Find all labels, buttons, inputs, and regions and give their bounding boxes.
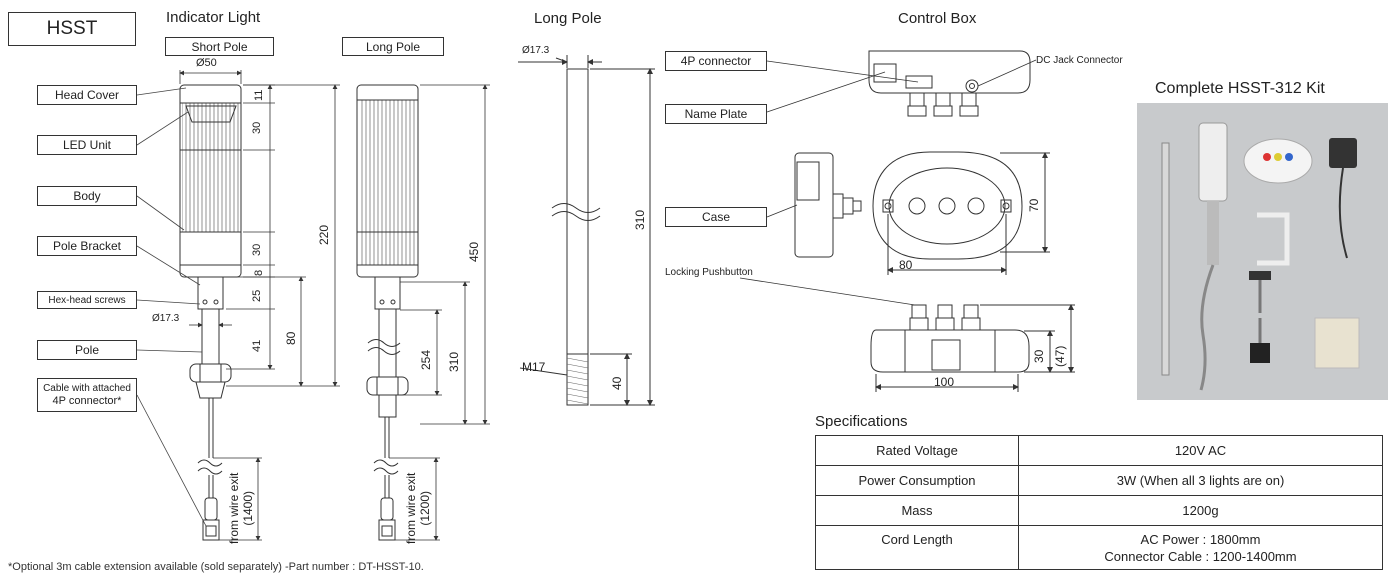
dim-height-310-pole: 310: [633, 209, 647, 230]
specifications-title: Specifications: [815, 413, 908, 430]
dim-height-40: 40: [610, 376, 624, 390]
spec-label: Mass: [815, 495, 1019, 526]
control-box-top-view: [766, 50, 1037, 117]
name-plate-callout: Name Plate: [665, 104, 767, 124]
dim-wire-1400: from wire exit (1400): [227, 473, 255, 544]
locking-pushbutton-callout: Locking Pushbutton: [665, 267, 753, 278]
dim-height-25: 25: [251, 289, 263, 302]
dim-m17: M17: [522, 360, 546, 374]
control-box-title: Control Box: [898, 10, 977, 27]
dim-wire-1400-line2: (1400): [241, 490, 255, 526]
spec-label: Power Consumption: [815, 465, 1019, 496]
dim-height-450: 450: [467, 241, 481, 262]
dim-height-30a: 30: [251, 121, 263, 134]
footnote: *Optional 3m cable extension available (…: [8, 561, 424, 573]
dim-height-47: (47): [1053, 345, 1067, 367]
head-cover-callout: Head Cover: [37, 85, 137, 105]
control-box-front-view: [872, 151, 1050, 275]
spec-label: Rated Voltage: [815, 435, 1019, 466]
control-box-side-view: [766, 152, 862, 258]
cable-callout: Cable with attached 4P connector*: [37, 378, 137, 412]
long-pole-title: Long Pole: [534, 10, 602, 27]
dim-height-30b: 30: [251, 243, 263, 256]
control-box-button-view: [739, 277, 1075, 392]
dim-height-11: 11: [253, 89, 265, 101]
dim-diameter-17-short: Ø17.3: [152, 313, 180, 324]
dim-height-41: 41: [251, 339, 263, 352]
kit-photo: [1137, 103, 1388, 400]
product-code-box: HSST: [8, 12, 136, 46]
short-pole-lamp: [179, 84, 242, 541]
dim-height-30c: 30: [1032, 349, 1046, 363]
dim-wire-1200-line1: from wire exit: [404, 472, 418, 544]
complete-kit-title: Complete HSST-312 Kit: [1155, 80, 1325, 97]
cable-callout-line1: Cable with attached: [43, 383, 131, 394]
spec-row: Power Consumption 3W (When all 3 lights …: [815, 465, 1383, 496]
hex-screws-callout: Hex-head screws: [37, 291, 137, 309]
pole-bracket-callout: Pole Bracket: [37, 236, 137, 256]
standalone-long-pole: [518, 55, 655, 406]
dim-wire-1400-line1: from wire exit: [227, 472, 241, 544]
specifications-table: Rated Voltage 120V AC Power Consumption …: [815, 435, 1383, 570]
dim-width-100: 100: [934, 375, 955, 389]
long-pole-tab: Long Pole: [342, 37, 444, 56]
spec-row: Rated Voltage 120V AC: [815, 435, 1383, 466]
dim-diameter-50: Ø50: [196, 57, 217, 69]
spec-value-line2: Connector Cable : 1200-1400mm: [1104, 548, 1297, 564]
led-unit-callout: LED Unit: [37, 135, 137, 155]
spec-value: 1200g: [1018, 495, 1383, 526]
spec-value: 3W (When all 3 lights are on): [1018, 465, 1383, 496]
dim-height-80: 80: [284, 331, 298, 345]
dim-width-80: 80: [899, 258, 913, 272]
spec-label: Cord Length: [815, 525, 1019, 570]
dc-jack-callout: DC Jack Connector: [1036, 55, 1123, 66]
spec-value: 120V AC: [1018, 435, 1383, 466]
dim-height-70: 70: [1027, 198, 1041, 212]
spec-row: Cord Length AC Power : 1800mm Connector …: [815, 525, 1383, 570]
dim-height-254: 254: [419, 349, 433, 370]
pole-callout: Pole: [37, 340, 137, 360]
spec-value-line1: AC Power : 1800mm: [1140, 531, 1261, 547]
dim-height-220: 220: [317, 224, 331, 245]
body-callout: Body: [37, 186, 137, 206]
dim-wire-1200-line2: (1200): [418, 490, 432, 526]
spec-row: Mass 1200g: [815, 495, 1383, 526]
long-pole-lamp: [356, 84, 419, 541]
dim-diameter-17-long: Ø17.3: [522, 45, 550, 56]
connector-4p-callout: 4P connector: [665, 51, 767, 71]
dim-height-310-lamp: 310: [447, 351, 461, 372]
spec-value-multiline: AC Power : 1800mm Connector Cable : 1200…: [1018, 525, 1383, 570]
indicator-light-title: Indicator Light: [166, 9, 261, 26]
dim-wire-1200: from wire exit (1200): [404, 473, 432, 544]
case-callout: Case: [665, 207, 767, 227]
dim-height-8: 8: [253, 269, 265, 276]
cable-callout-line2: 4P connector*: [52, 395, 122, 407]
short-pole-tab: Short Pole: [165, 37, 274, 56]
